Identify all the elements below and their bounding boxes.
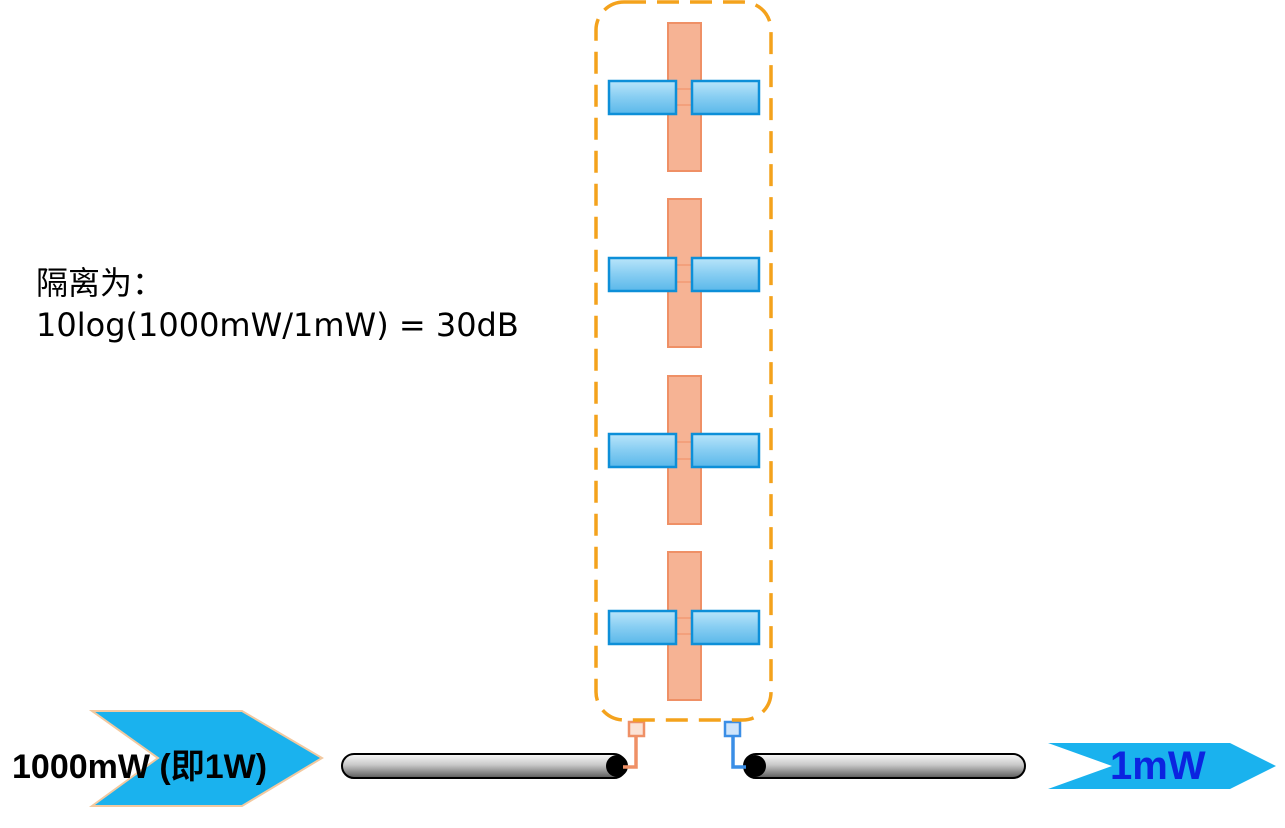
dipole-element-4 [607,551,761,701]
output-cable-end-icon [744,755,766,777]
input-port-connector [627,720,646,738]
input-power-label: 1000mW (即1W) [12,748,268,786]
input-power-arrow [88,710,324,807]
input-cable [341,753,627,779]
output-feed-wire [731,736,746,769]
isolation-formula: 10log(1000mW/1mW) = 30dB [36,306,519,344]
dipole-element-2 [607,198,761,348]
input-cable-end-icon [606,755,628,777]
dipole-element-1 [607,22,761,172]
output-power-label: 1mW [1110,744,1206,788]
isolation-note: 隔离为： 10log(1000mW/1mW) = 30dB [36,262,519,346]
input-feed-wire [623,736,638,769]
dipole-element-3 [607,375,761,525]
output-power-arrow [1048,743,1276,789]
output-port-connector [723,720,742,738]
output-cable [743,753,1026,779]
antenna-enclosure [594,0,773,722]
isolation-heading: 隔离为： [36,264,165,302]
